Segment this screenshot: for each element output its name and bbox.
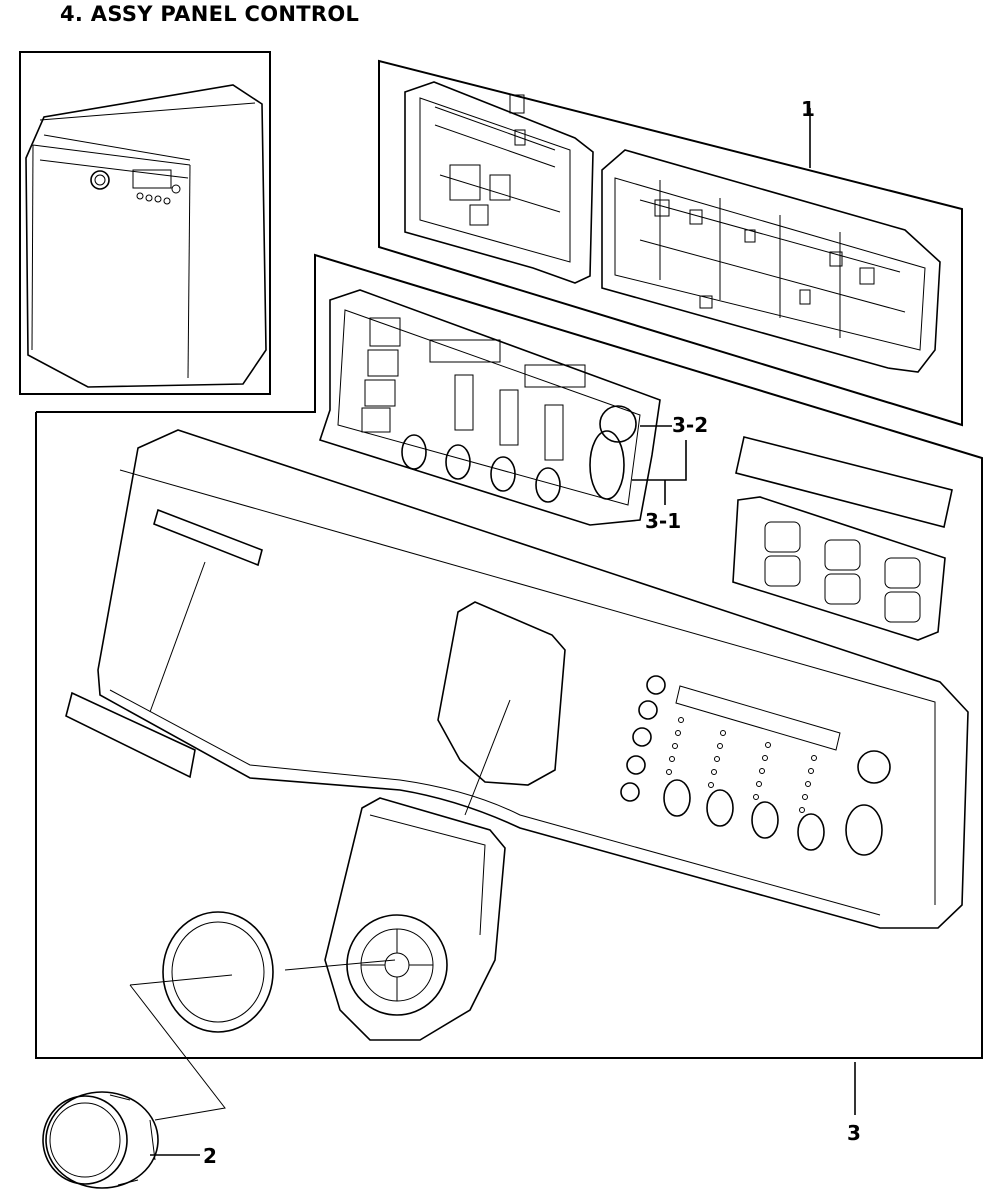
button-holder-part-3-1	[318, 289, 661, 526]
callout-3: 3	[847, 1121, 861, 1145]
knob-bezel	[324, 797, 506, 1041]
callout-3-1: 3-1	[645, 509, 681, 533]
knob-part-2	[42, 1091, 159, 1189]
key-rubber-grid	[732, 496, 946, 641]
control-panel-main	[65, 429, 969, 929]
callout-1: 1	[801, 97, 815, 121]
control-panel-assembly-frame	[35, 253, 983, 1059]
callout-3-2: 3-2	[672, 413, 708, 437]
pcb-assembly-part-1	[378, 59, 963, 427]
knob-ring	[162, 911, 274, 1033]
page-title: 4. ASSY PANEL CONTROL	[60, 2, 360, 26]
power-button-part-3-2	[599, 405, 637, 443]
callout-2: 2	[203, 1144, 217, 1168]
display-window	[735, 436, 953, 528]
leader-lines	[129, 108, 856, 1156]
appliance-inset	[19, 51, 271, 395]
